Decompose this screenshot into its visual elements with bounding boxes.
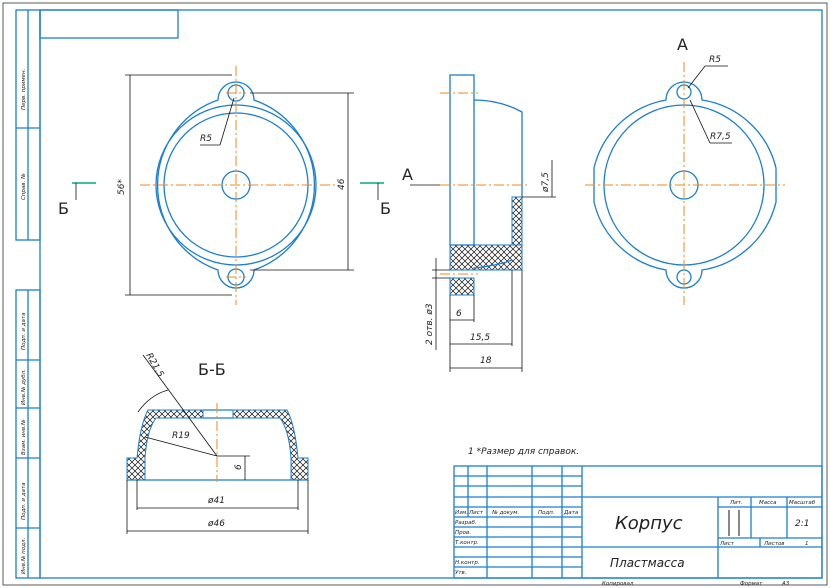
title-block: Изм. Лист № докум. Подп. Дата Разраб. Пр… [453,465,823,587]
label: Разраб. [455,520,477,526]
side-stamp: Перв. примен. Справ. № Подп. и дата Инв.… [15,9,41,579]
view-a-arrow-label: A [402,165,413,184]
label: Формат [740,581,763,587]
stamp-label: Инв.№ дубл. [21,369,27,405]
stamp-label: Перв. примен. [21,68,27,110]
label: Листов [763,541,785,547]
label: Лист [468,510,484,516]
front-view: 56* 46 R5 Б Б [58,66,391,305]
side-view: A ø7,5 2 отв. ø3 6 15,5 18 [402,74,556,372]
dim-6: 6 [456,309,462,319]
dim-r5-a: R5 [709,55,721,65]
top-left-box [39,9,179,39]
stamp-label: Подп. и дата [21,312,27,350]
stamp-label: Справ. № [21,173,27,200]
view-a: A R5 R7,5 [585,35,785,305]
dim-r7-5: R7,5 [710,132,731,142]
label: № докум. [491,510,519,516]
inner-frame [39,9,823,579]
label: A3 [781,581,790,587]
label: Лист [719,541,735,547]
label: Масштаб [789,500,816,506]
label: Утв. [455,570,467,576]
dim-r19: R19 [172,431,190,441]
label: Пров. [455,530,471,536]
section-title: Б-Б [198,360,226,379]
label: Дата [563,510,579,516]
dim-15-5: 15,5 [470,333,490,343]
material: Пластмасса [610,556,685,570]
dim-holes: 2 отв. ø3 [425,303,435,345]
view-a-title: A [677,35,688,54]
dim-r21-5: R21,5 [143,352,165,380]
dim-56: 56* [117,179,127,195]
scale-value: 2:1 [795,519,809,529]
label: Подп. [538,510,555,516]
note-text: 1 *Размер для справок. [468,447,579,457]
label: Изм. [455,510,468,516]
stamp-label: Взам. инв.№ [21,419,27,455]
label: Т.контр. [455,540,479,546]
part-name: Корпус [615,513,683,534]
label: Копировал [602,581,634,587]
section-view: Б-Б R21,5 R19 6 ø41 ø46 [126,352,309,534]
section-mark-left: Б [58,199,69,218]
label: 1 [805,541,809,547]
dim-18: 18 [480,356,492,366]
label: Лит. [729,500,743,506]
dim-46: 46 [337,178,347,190]
stamp-label: Подп. и дата [21,482,27,520]
stamp-label: Инв.№ подл. [21,538,27,574]
dim-r5: R5 [200,134,212,144]
dim-dia-7-5: ø7,5 [541,172,551,193]
dim-d46: ø46 [207,519,225,529]
dim-d41: ø41 [207,496,225,506]
dim-h6: 6 [234,464,244,470]
label: Н.контр. [455,560,480,566]
section-mark-right: Б [380,199,391,218]
label: Масса [759,500,777,506]
